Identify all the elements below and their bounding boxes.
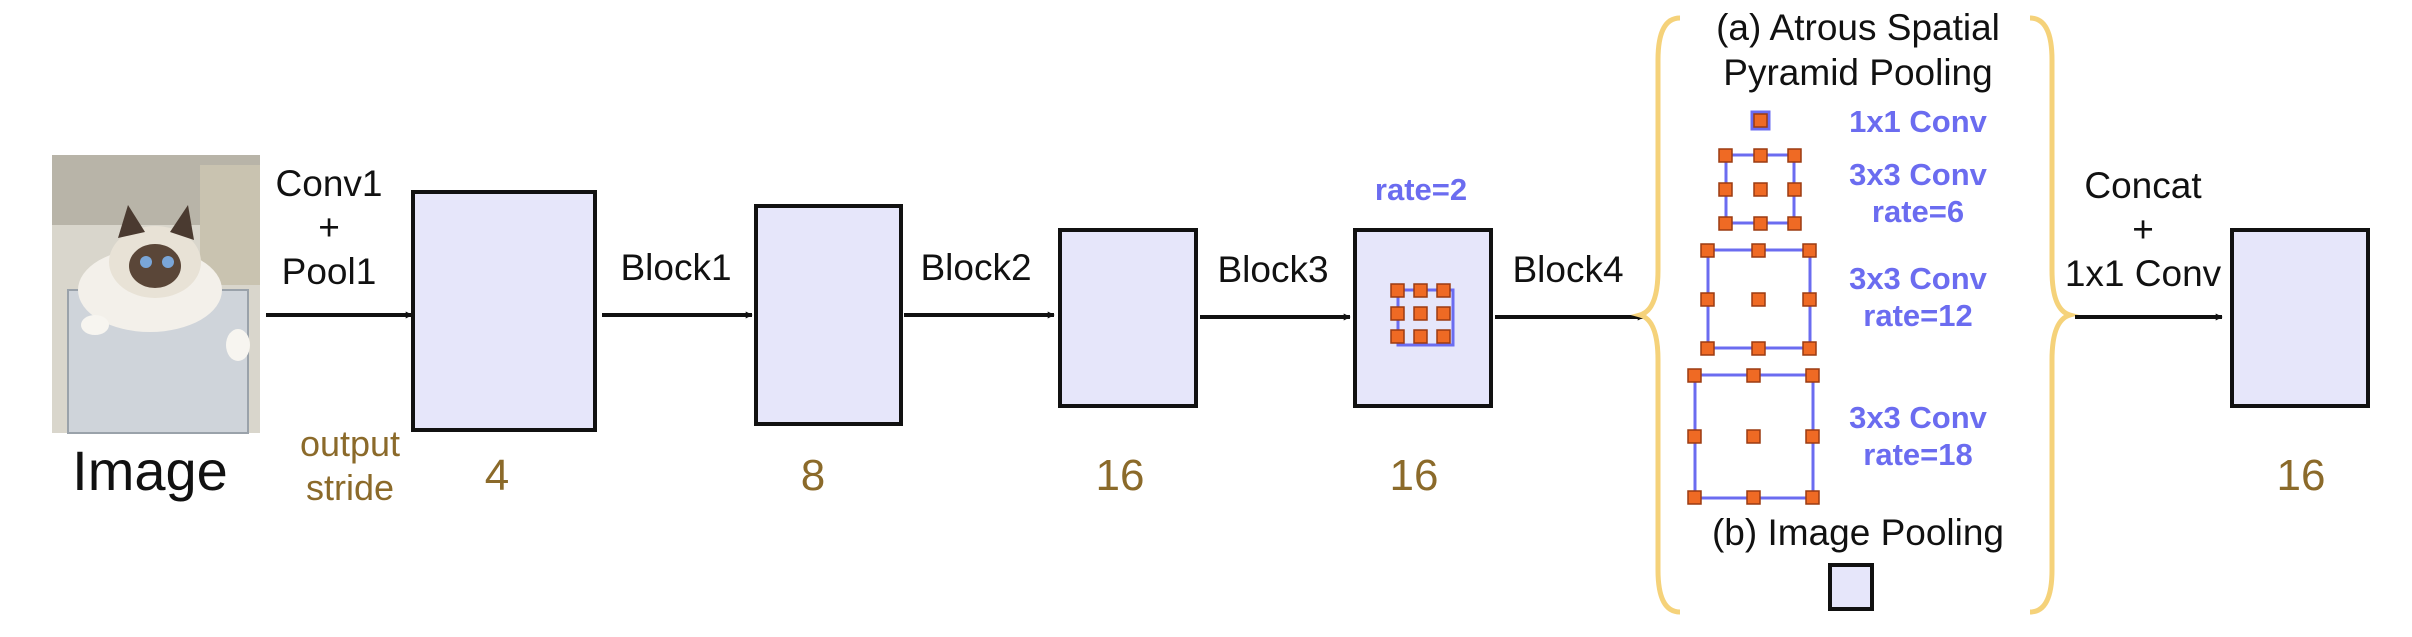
block4-rate-label: rate=2: [1375, 172, 1467, 207]
aspp-title-line1: (a) Atrous Spatial: [1716, 7, 2000, 48]
aspp-branch4-line2: rate=18: [1863, 437, 1972, 472]
output-stride-value: 16: [1096, 451, 1145, 500]
conv1-label: Conv1: [276, 163, 383, 204]
aspp-kernel-1x1: [1750, 110, 1771, 131]
output-stride-value: 16: [2277, 451, 2326, 500]
output-feature-map: [2230, 228, 2370, 408]
output-stride-value: 8: [801, 451, 825, 500]
aspp-branch2-line1: 3x3 Conv: [1849, 157, 1988, 192]
aspp-kernel-rate6: [1718, 148, 1802, 231]
feature-map-stride8: [754, 204, 903, 426]
aspp-branch1-line1: 1x1 Conv: [1849, 104, 1988, 139]
output-stride-caption-line1: output: [300, 423, 400, 464]
feature-map-stride16-a: [1058, 228, 1198, 408]
aspp-branch2-line2: rate=6: [1872, 194, 1964, 229]
input-image: [52, 155, 260, 434]
conv1-plus: +: [318, 207, 340, 248]
feature-map-stride4: [411, 190, 597, 432]
block1-label: Block1: [620, 247, 731, 288]
block4-label: Block4: [1512, 249, 1623, 290]
aspp-branch4-line1: 3x3 Conv: [1849, 400, 1988, 435]
image-pooling-box: [1828, 563, 1874, 611]
concat-label: Concat: [2084, 165, 2202, 206]
block2-label: Block2: [920, 247, 1031, 288]
aspp-kernel-rate12: [1700, 243, 1817, 356]
image-pooling-title: (b) Image Pooling: [1712, 512, 2004, 553]
aspp-title-line2: Pyramid Pooling: [1723, 52, 1992, 93]
output-stride-caption-line2: stride: [306, 467, 394, 508]
output-stride-value: 16: [1390, 451, 1439, 500]
block3-label: Block3: [1217, 249, 1328, 290]
input-label: Image: [72, 439, 228, 502]
atrous-kernel-rate2: [1390, 283, 1455, 347]
pool1-label: Pool1: [282, 251, 377, 292]
aspp-kernel-rate18: [1687, 368, 1820, 505]
aspp-right-brace: [2029, 15, 2080, 615]
concat-conv-label: 1x1 Conv: [2065, 253, 2222, 294]
aspp-branch3-line1: 3x3 Conv: [1849, 261, 1988, 296]
aspp-branch3-line2: rate=12: [1863, 298, 1972, 333]
aspp-left-brace: [1630, 15, 1681, 615]
concat-plus: +: [2132, 209, 2154, 250]
output-stride-value: 4: [485, 451, 509, 500]
